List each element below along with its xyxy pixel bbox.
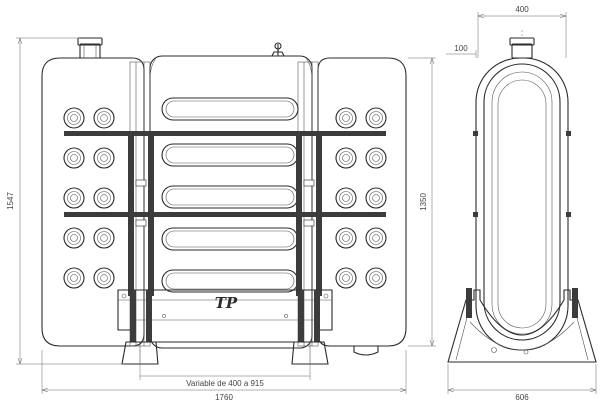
dimple-center: [70, 194, 78, 202]
dimple-center: [342, 234, 350, 242]
filler-neck: [77, 37, 103, 59]
dim-variable-range: Variable de 400 a 915: [186, 379, 264, 388]
dimple: [63, 187, 85, 209]
dimple: [335, 187, 357, 209]
dim-total-height: 1547: [6, 192, 15, 210]
dimple-center: [100, 154, 108, 162]
side-tank-outer: [475, 57, 569, 351]
dimple-ring: [369, 231, 383, 245]
dimple: [93, 107, 115, 129]
dimple: [93, 147, 115, 169]
dim-total-width: 1760: [215, 393, 233, 402]
dimple: [335, 107, 357, 129]
dimple: [365, 147, 387, 169]
dimple: [335, 227, 357, 249]
vent-fitting: [271, 42, 285, 57]
side-cradle: [447, 288, 597, 363]
dimple: [365, 187, 387, 209]
dimple-center: [70, 154, 78, 162]
side-view: [447, 37, 597, 363]
dimple-ring: [67, 151, 81, 165]
dimple-ring: [97, 111, 111, 125]
dimple: [63, 147, 85, 169]
dimple: [93, 187, 115, 209]
dim-tank-height: 1350: [419, 193, 428, 211]
dimple-center: [342, 154, 350, 162]
dimple-center: [372, 114, 380, 122]
dimple-ring: [339, 231, 353, 245]
side-filler-neck: [509, 37, 535, 59]
dimple-center: [342, 114, 350, 122]
dimple-center: [342, 274, 350, 282]
brand-logo: TP: [215, 294, 238, 312]
dimple-ring: [369, 271, 383, 285]
dimple: [63, 267, 85, 289]
side-tank-inner: [483, 63, 561, 341]
dimple: [365, 107, 387, 129]
dimple: [365, 267, 387, 289]
dimple-center: [70, 234, 78, 242]
dimple-ring: [339, 271, 353, 285]
dimple-ring: [97, 271, 111, 285]
dimple-center: [342, 194, 350, 202]
dimple-ring: [369, 151, 383, 165]
dimple-ring: [97, 151, 111, 165]
drain-plug: [353, 346, 379, 356]
dimension-lines: [16, 12, 597, 394]
dimple-ring: [339, 151, 353, 165]
dimple-center: [372, 234, 380, 242]
dimple-ring: [339, 191, 353, 205]
center-ribs: [161, 97, 299, 293]
mounting-feet: [121, 341, 329, 365]
dimple-ring: [339, 111, 353, 125]
dimple-center: [100, 114, 108, 122]
dimple-center: [372, 274, 380, 282]
dimple: [63, 107, 85, 129]
dimple-center: [70, 114, 78, 122]
dimple-center: [70, 274, 78, 282]
dimple: [335, 267, 357, 289]
bottom-bracket: [117, 289, 333, 343]
dimple-center: [372, 154, 380, 162]
dimple: [93, 227, 115, 249]
dimple: [93, 267, 115, 289]
dimple-center: [100, 234, 108, 242]
circular-dimples: [63, 107, 387, 289]
dimple-ring: [67, 271, 81, 285]
dim-top-width: 400: [515, 5, 529, 14]
mounting-straps: [64, 131, 386, 296]
dimple-ring: [67, 191, 81, 205]
dimple-ring: [67, 111, 81, 125]
dim-side-width: 606: [515, 393, 529, 402]
dimple-ring: [369, 191, 383, 205]
right-tank-body: [317, 57, 407, 347]
front-view: TP: [41, 37, 407, 365]
dimple-ring: [97, 231, 111, 245]
dimple: [63, 227, 85, 249]
dim-neck-offset: 100: [454, 44, 468, 53]
dimple-center: [372, 194, 380, 202]
dimple-center: [100, 194, 108, 202]
dimple-ring: [67, 231, 81, 245]
dimple-ring: [97, 191, 111, 205]
dimple: [365, 227, 387, 249]
dimple-center: [100, 274, 108, 282]
dimple: [335, 147, 357, 169]
dimple-ring: [369, 111, 383, 125]
